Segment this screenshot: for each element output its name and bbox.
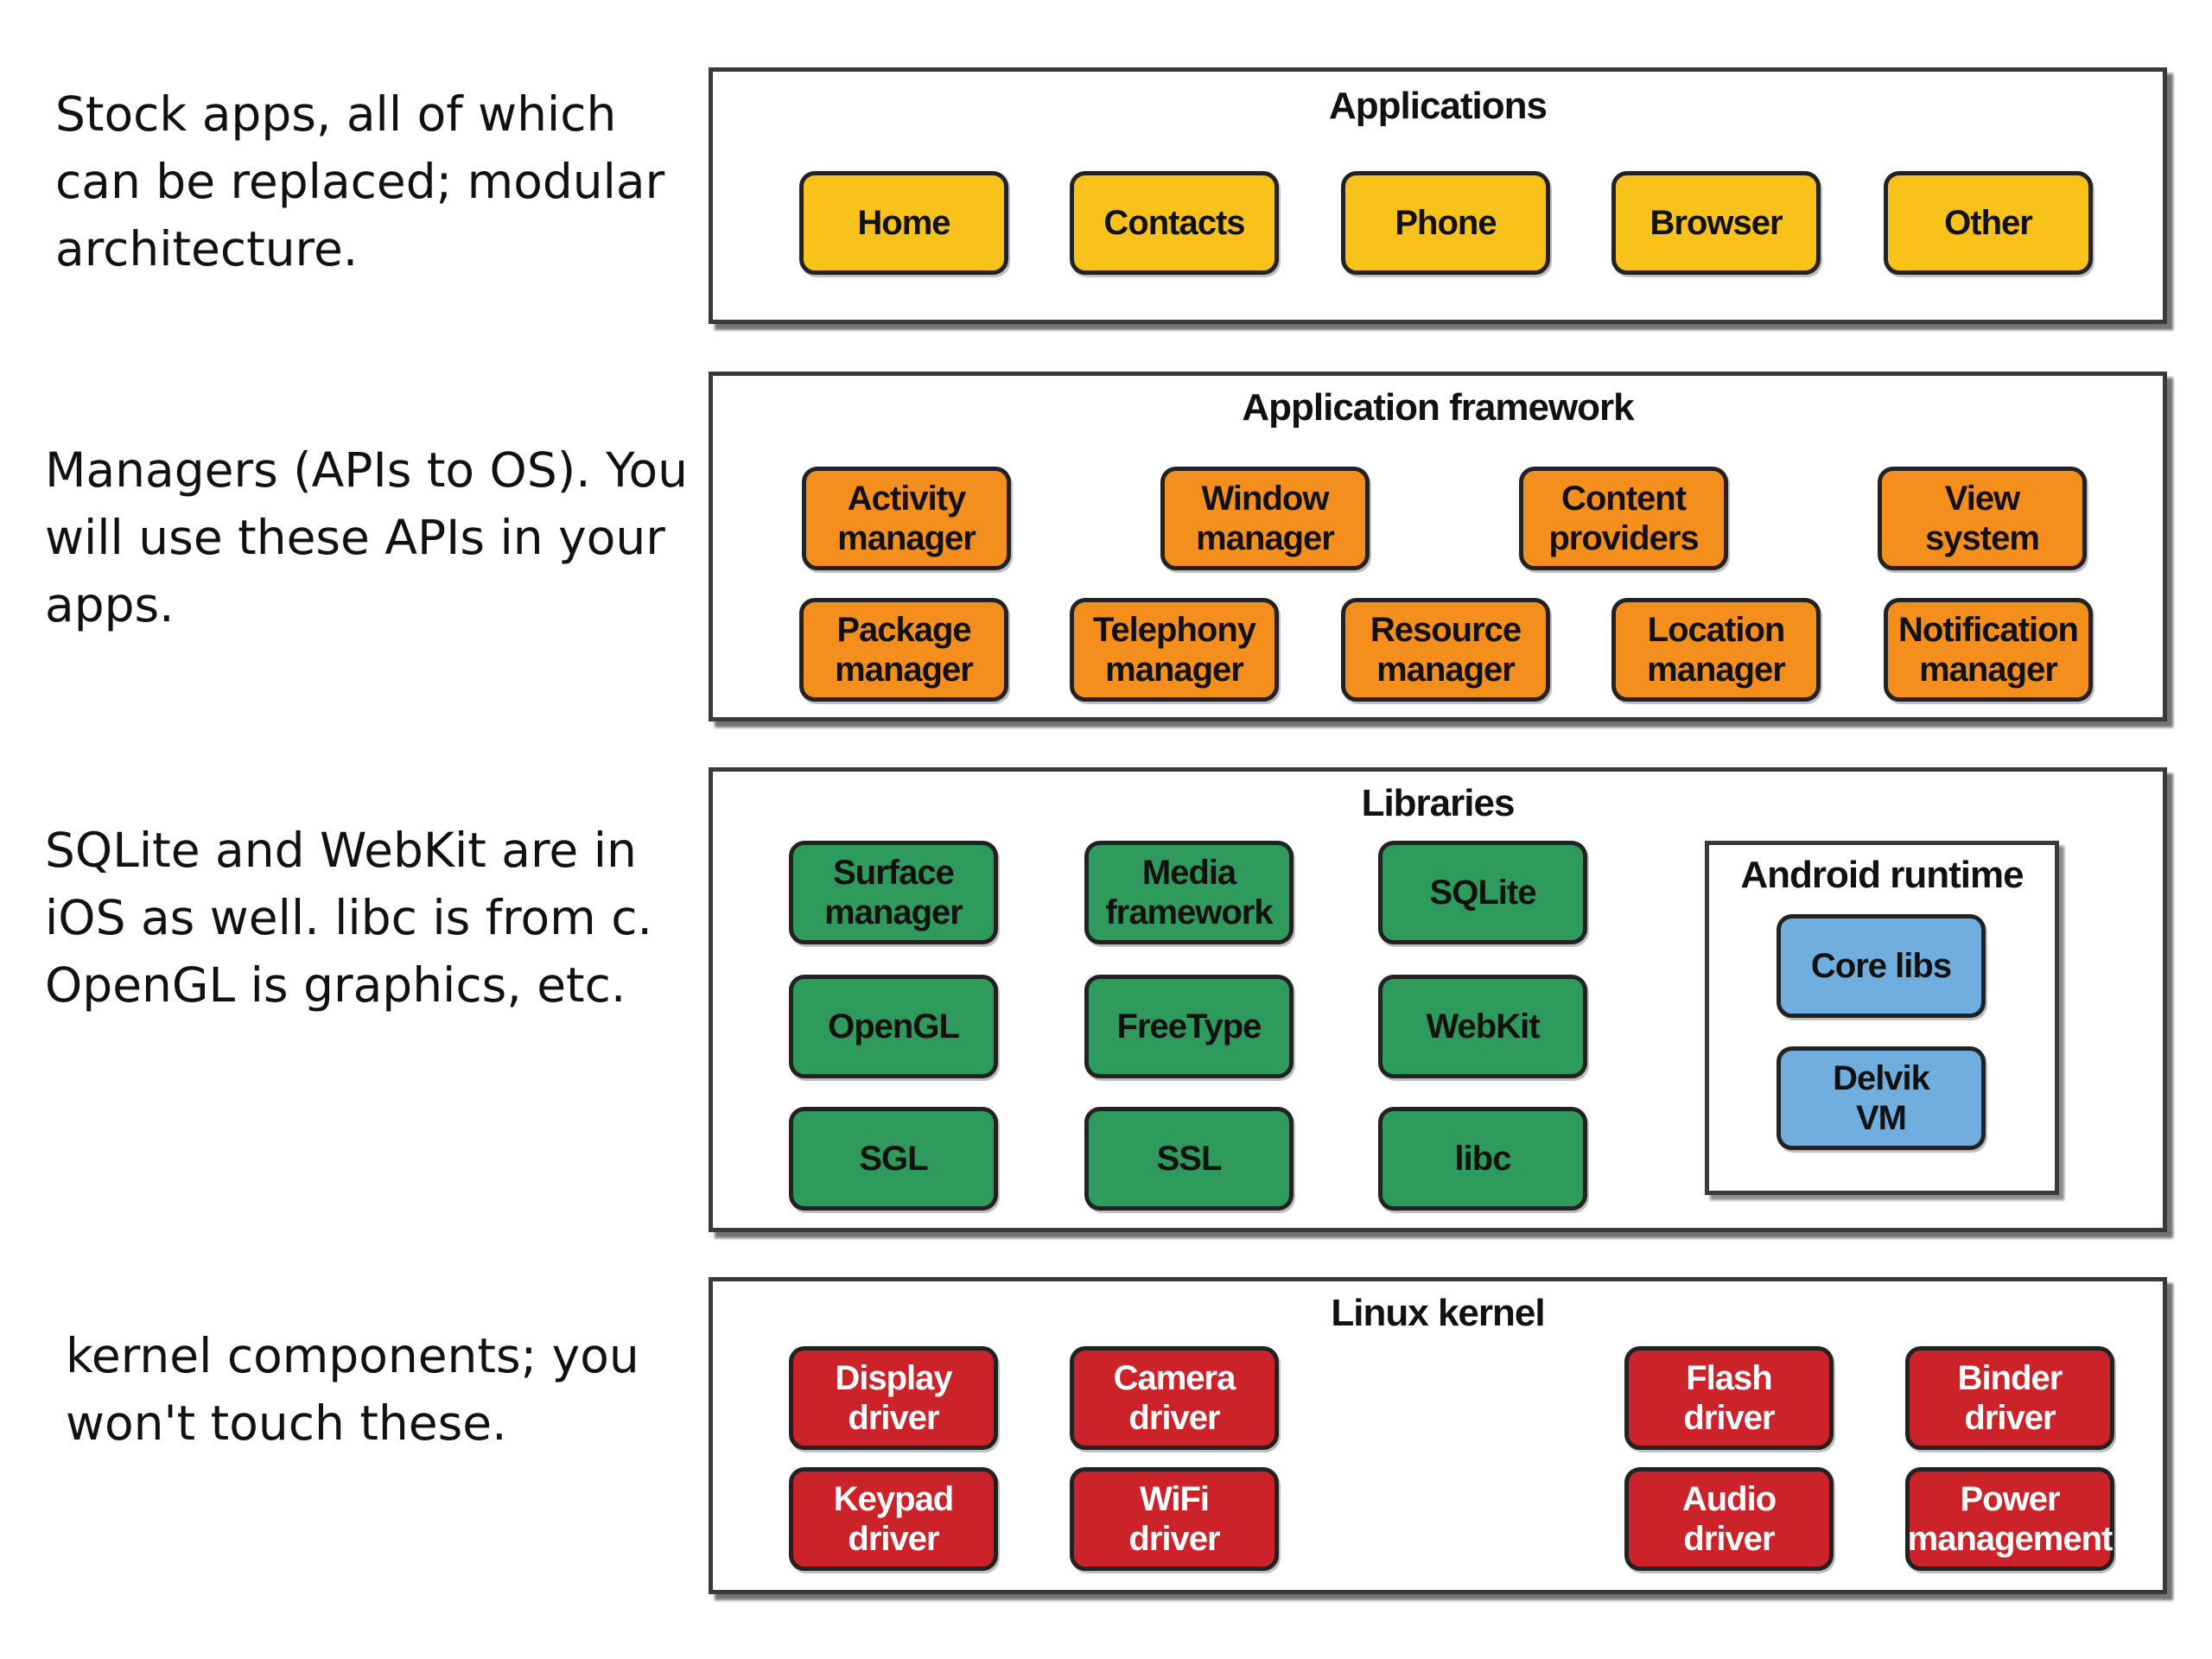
content-providers-box: Content providers: [1519, 467, 1728, 570]
libraries-note: SQLite and WebKit are in iOS as well. li…: [45, 823, 652, 1013]
window-manager-box: Window manager: [1160, 467, 1370, 570]
resource-manager-box: Resource manager: [1341, 598, 1550, 702]
sqlite-box: SQLite: [1378, 841, 1587, 944]
app-home-box: Home: [799, 171, 1008, 275]
package-manager-box: Package manager: [799, 598, 1008, 702]
audio-driver-box: Audio driver: [1624, 1467, 1834, 1571]
webkit-box: WebKit: [1378, 975, 1587, 1078]
display-driver-box: Display driver: [789, 1346, 998, 1450]
activity-manager-box: Activity manager: [802, 467, 1011, 570]
telephony-manager-box: Telephony manager: [1070, 598, 1279, 702]
camera-driver-box: Camera driver: [1070, 1346, 1279, 1450]
delvik-vm-box: Delvik VM: [1777, 1046, 1986, 1150]
surface-manager-box: Surface manager: [789, 841, 998, 944]
android-runtime-title: Android runtime: [1740, 854, 2024, 896]
framework-layer: Application framework Activity manager W…: [709, 372, 2167, 721]
applications-note: Stock apps, all of which can be replaced…: [55, 86, 665, 276]
ssl-box: SSL: [1084, 1107, 1294, 1211]
libraries-layer-title: Libraries: [1361, 782, 1516, 824]
app-other-box: Other: [1884, 171, 2093, 275]
app-contacts-box: Contacts: [1070, 171, 1279, 275]
power-management-box: Power management: [1905, 1467, 2114, 1571]
opengl-box: OpenGL: [789, 975, 998, 1078]
framework-note: Managers (APIs to OS). You will use thes…: [45, 442, 688, 632]
view-system-box: View system: [1878, 467, 2087, 570]
applications-layer-title: Applications: [1328, 85, 1548, 127]
freetype-box: FreeType: [1084, 975, 1294, 1078]
wifi-driver-box: WiFi driver: [1070, 1467, 1279, 1571]
kernel-layer-title: Linux kernel: [1331, 1292, 1545, 1334]
keypad-driver-box: Keypad driver: [789, 1467, 998, 1571]
binder-driver-box: Binder driver: [1905, 1346, 2114, 1450]
sgl-box: SGL: [789, 1107, 998, 1211]
libc-box: libc: [1378, 1107, 1587, 1211]
app-phone-box: Phone: [1341, 171, 1550, 275]
media-framework-box: Media framework: [1084, 841, 1294, 944]
app-browser-box: Browser: [1611, 171, 1821, 275]
framework-layer-title: Application framework: [1242, 386, 1634, 429]
flash-driver-box: Flash driver: [1624, 1346, 1834, 1450]
kernel-note: kernel components; you won't touch these…: [66, 1328, 639, 1451]
libraries-layer: Libraries Surface manager Media framewor…: [709, 767, 2167, 1232]
core-libs-box: Core libs: [1777, 914, 1986, 1018]
kernel-layer: Linux kernel Display driver Camera drive…: [709, 1277, 2167, 1594]
location-manager-box: Location manager: [1611, 598, 1821, 702]
notification-manager-box: Notification manager: [1884, 598, 2093, 702]
applications-layer: Applications Home Contacts Phone Browser…: [709, 67, 2167, 324]
android-runtime-panel: Android runtime Core libs Delvik VM: [1705, 841, 2059, 1195]
